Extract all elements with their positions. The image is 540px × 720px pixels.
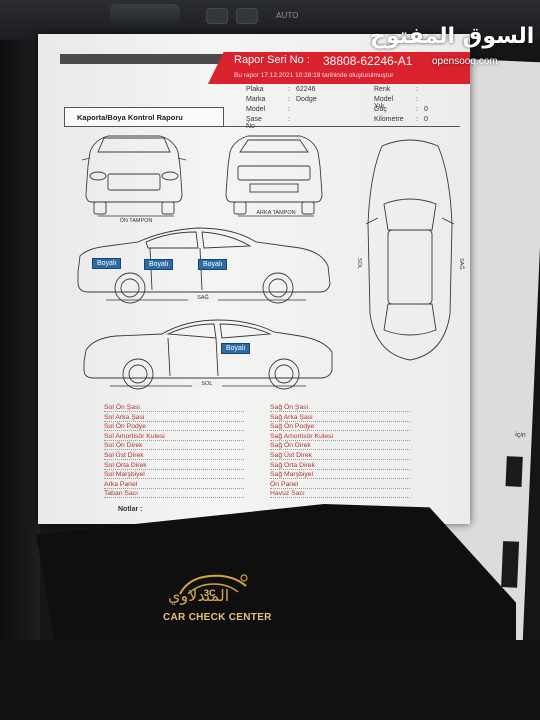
checklist-item: Sağ Arka Şasi: [270, 413, 410, 422]
notes-label: Notlar :: [118, 506, 143, 513]
rear-view-car: [225, 135, 323, 215]
underlying-sheet-text: için: [515, 431, 526, 439]
underlying-sheet-mark: [501, 541, 520, 588]
checklist-item: Sol Üst Direk: [104, 451, 244, 460]
dashboard-button: [236, 8, 258, 24]
logo-english-name: CAR CHECK CENTER: [163, 612, 272, 623]
checklist-item: Sol Amortisör Kulesi: [104, 432, 244, 441]
dashboard-auto-label: AUTO: [276, 11, 299, 20]
car-seat: [0, 40, 40, 720]
info-label: Model: [246, 106, 266, 113]
left-side-car: [83, 319, 333, 390]
checklist-item: Sağ Marşbiyel: [270, 470, 410, 480]
checklist-item: Sol Arka Şasi: [104, 413, 244, 422]
dashboard-button: [206, 8, 228, 24]
top-view-car: [365, 139, 455, 361]
section-rule: [224, 126, 460, 127]
report-series-number: 38808-62246-A1: [323, 54, 413, 68]
label-top-right: SAĞ: [458, 258, 464, 270]
info-value: 0: [424, 116, 428, 123]
checklist-item: Sağ Üst Direk: [270, 451, 410, 460]
checklist-item: Taban Sacı: [104, 489, 244, 499]
checklist-item: Sağ Ön Podye: [270, 422, 410, 432]
car-emblem-icon: 3C: [179, 574, 248, 598]
floor-shadow: [0, 640, 540, 720]
checklist-item: Sağ Ön Şasi: [270, 403, 410, 412]
checklist-item: Sol Ön Direk: [104, 441, 244, 451]
label-front-bumper: ÖN TAMPON: [119, 218, 153, 224]
header-banner: [208, 52, 470, 84]
paint-tag-fender: Boyalı: [198, 259, 228, 270]
front-view-car: [81, 135, 187, 215]
info-label: Güç: [374, 106, 387, 113]
checklist-item: Ön Panel: [270, 480, 410, 489]
underlying-sheet-mark: [505, 456, 523, 487]
checklist-item: Sağ Orta Direk: [270, 461, 410, 470]
info-value: 62246: [296, 86, 316, 93]
paint-tag-rear-door: Boyalı: [92, 258, 122, 269]
label-right-side: SAĞ: [188, 295, 218, 302]
label-left-side: SOL: [192, 381, 222, 388]
checklist-item: Havuz Sacı: [270, 489, 410, 499]
paint-tag-front-door: Boyalı: [144, 259, 174, 270]
checklist-item: Sol Marşbiyel: [104, 470, 244, 480]
emblem-text: 3C: [204, 588, 216, 598]
watermark-latin: opensooq.com: [432, 56, 498, 67]
checklist-item: Sağ Ön Direk: [270, 441, 410, 451]
report-series-label: Rapor Seri No :: [234, 54, 310, 66]
dashboard-vent: [110, 4, 180, 24]
car-body-diagram: [77, 135, 455, 390]
info-value: 0: [424, 106, 428, 113]
info-label: Kilometre: [374, 116, 404, 123]
car-dashboard: AUTO: [0, 0, 540, 40]
logo-arabic-name: المندلاوي: [168, 586, 230, 605]
info-value: Dodge: [296, 96, 317, 103]
info-label: Model Yılı: [374, 96, 394, 110]
checklist-item: Sağ Amortisör Kulesi: [270, 432, 410, 441]
checklist-item: Sol Ön Podye: [104, 422, 244, 432]
info-label: Marka: [246, 96, 266, 103]
checklist-item: Sol Orta Direk: [104, 461, 244, 470]
section-title: Kaporta/Boya Kontrol Raporu: [64, 107, 224, 127]
report-created-line: Bu rapor 17.12.2021 10:28:19 tarihinde o…: [234, 72, 394, 79]
checklist-item: Arka Panel: [104, 480, 244, 489]
section-title-text: Kaporta/Boya Kontrol Raporu: [77, 112, 183, 122]
checklist-item: Sol Ön Şasi: [104, 403, 244, 412]
inspection-report-sheet: Rapor Seri No : 38808-62246-A1 Bu rapor …: [38, 34, 470, 524]
label-rear-bumper: ARKA TAMPON: [256, 210, 296, 216]
info-label: Plaka: [246, 86, 264, 93]
info-label: Renk: [374, 86, 391, 93]
watermark-arabic: السوق المفتوح: [370, 24, 535, 49]
label-top-left: SOL: [356, 258, 362, 270]
paint-tag-left-door: Boyalı: [221, 343, 251, 354]
